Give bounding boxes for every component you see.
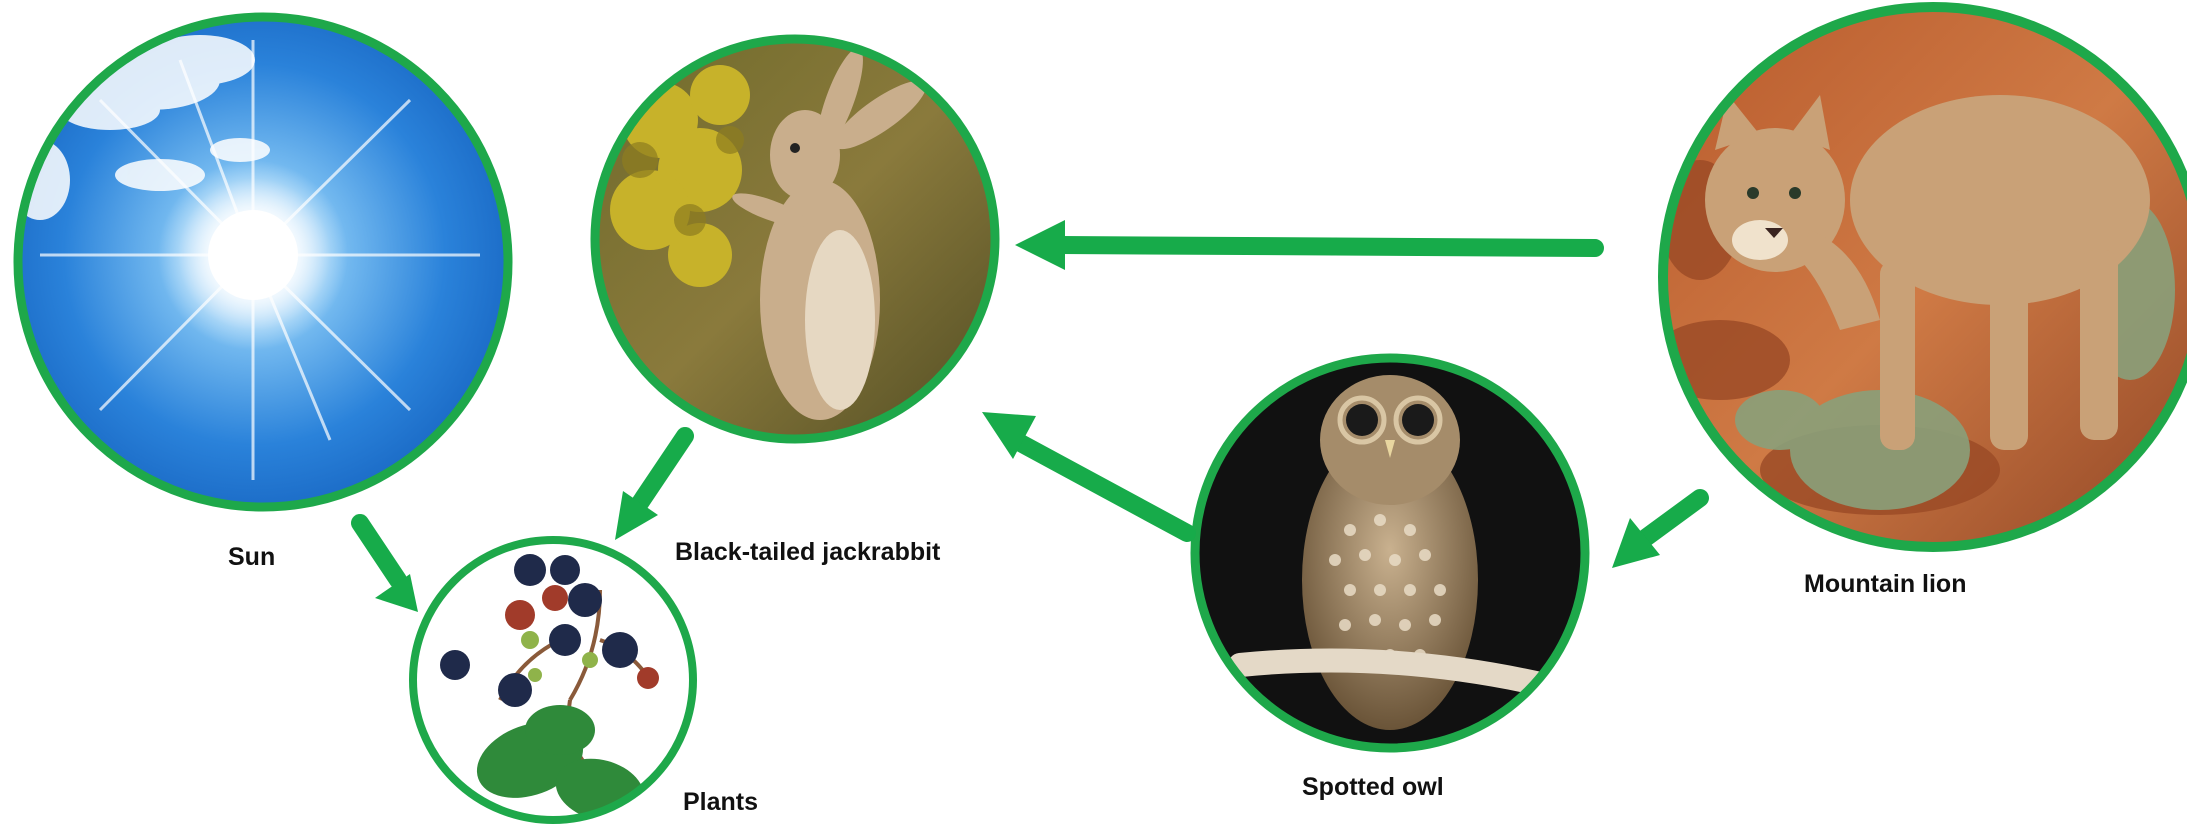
jackrabbit-label: Black-tailed jackrabbit [675,538,941,566]
arrow-owl-to-jackrabbit [982,412,1187,533]
owl-label: Spotted owl [1302,773,1444,801]
arrow-lion-to-jackrabbit [1015,220,1595,270]
owl-node [1190,355,1590,755]
sun-node [0,0,530,530]
sun-label: Sun [228,543,275,571]
sun-photo-icon [0,0,530,530]
arrow-lion-to-owl [1612,498,1700,568]
plants-node [400,530,710,825]
blackberry-plant-photo-icon [400,530,710,825]
plants-label: Plants [683,788,758,816]
lion-label: Mountain lion [1804,570,1966,598]
jackrabbit-node [590,35,1010,455]
arrow-jackrabbit-to-plants [615,436,685,540]
lion-node [1650,0,2187,560]
arrow-sun-to-plants [360,523,418,612]
mountain-lion-photo-icon [1650,0,2187,560]
